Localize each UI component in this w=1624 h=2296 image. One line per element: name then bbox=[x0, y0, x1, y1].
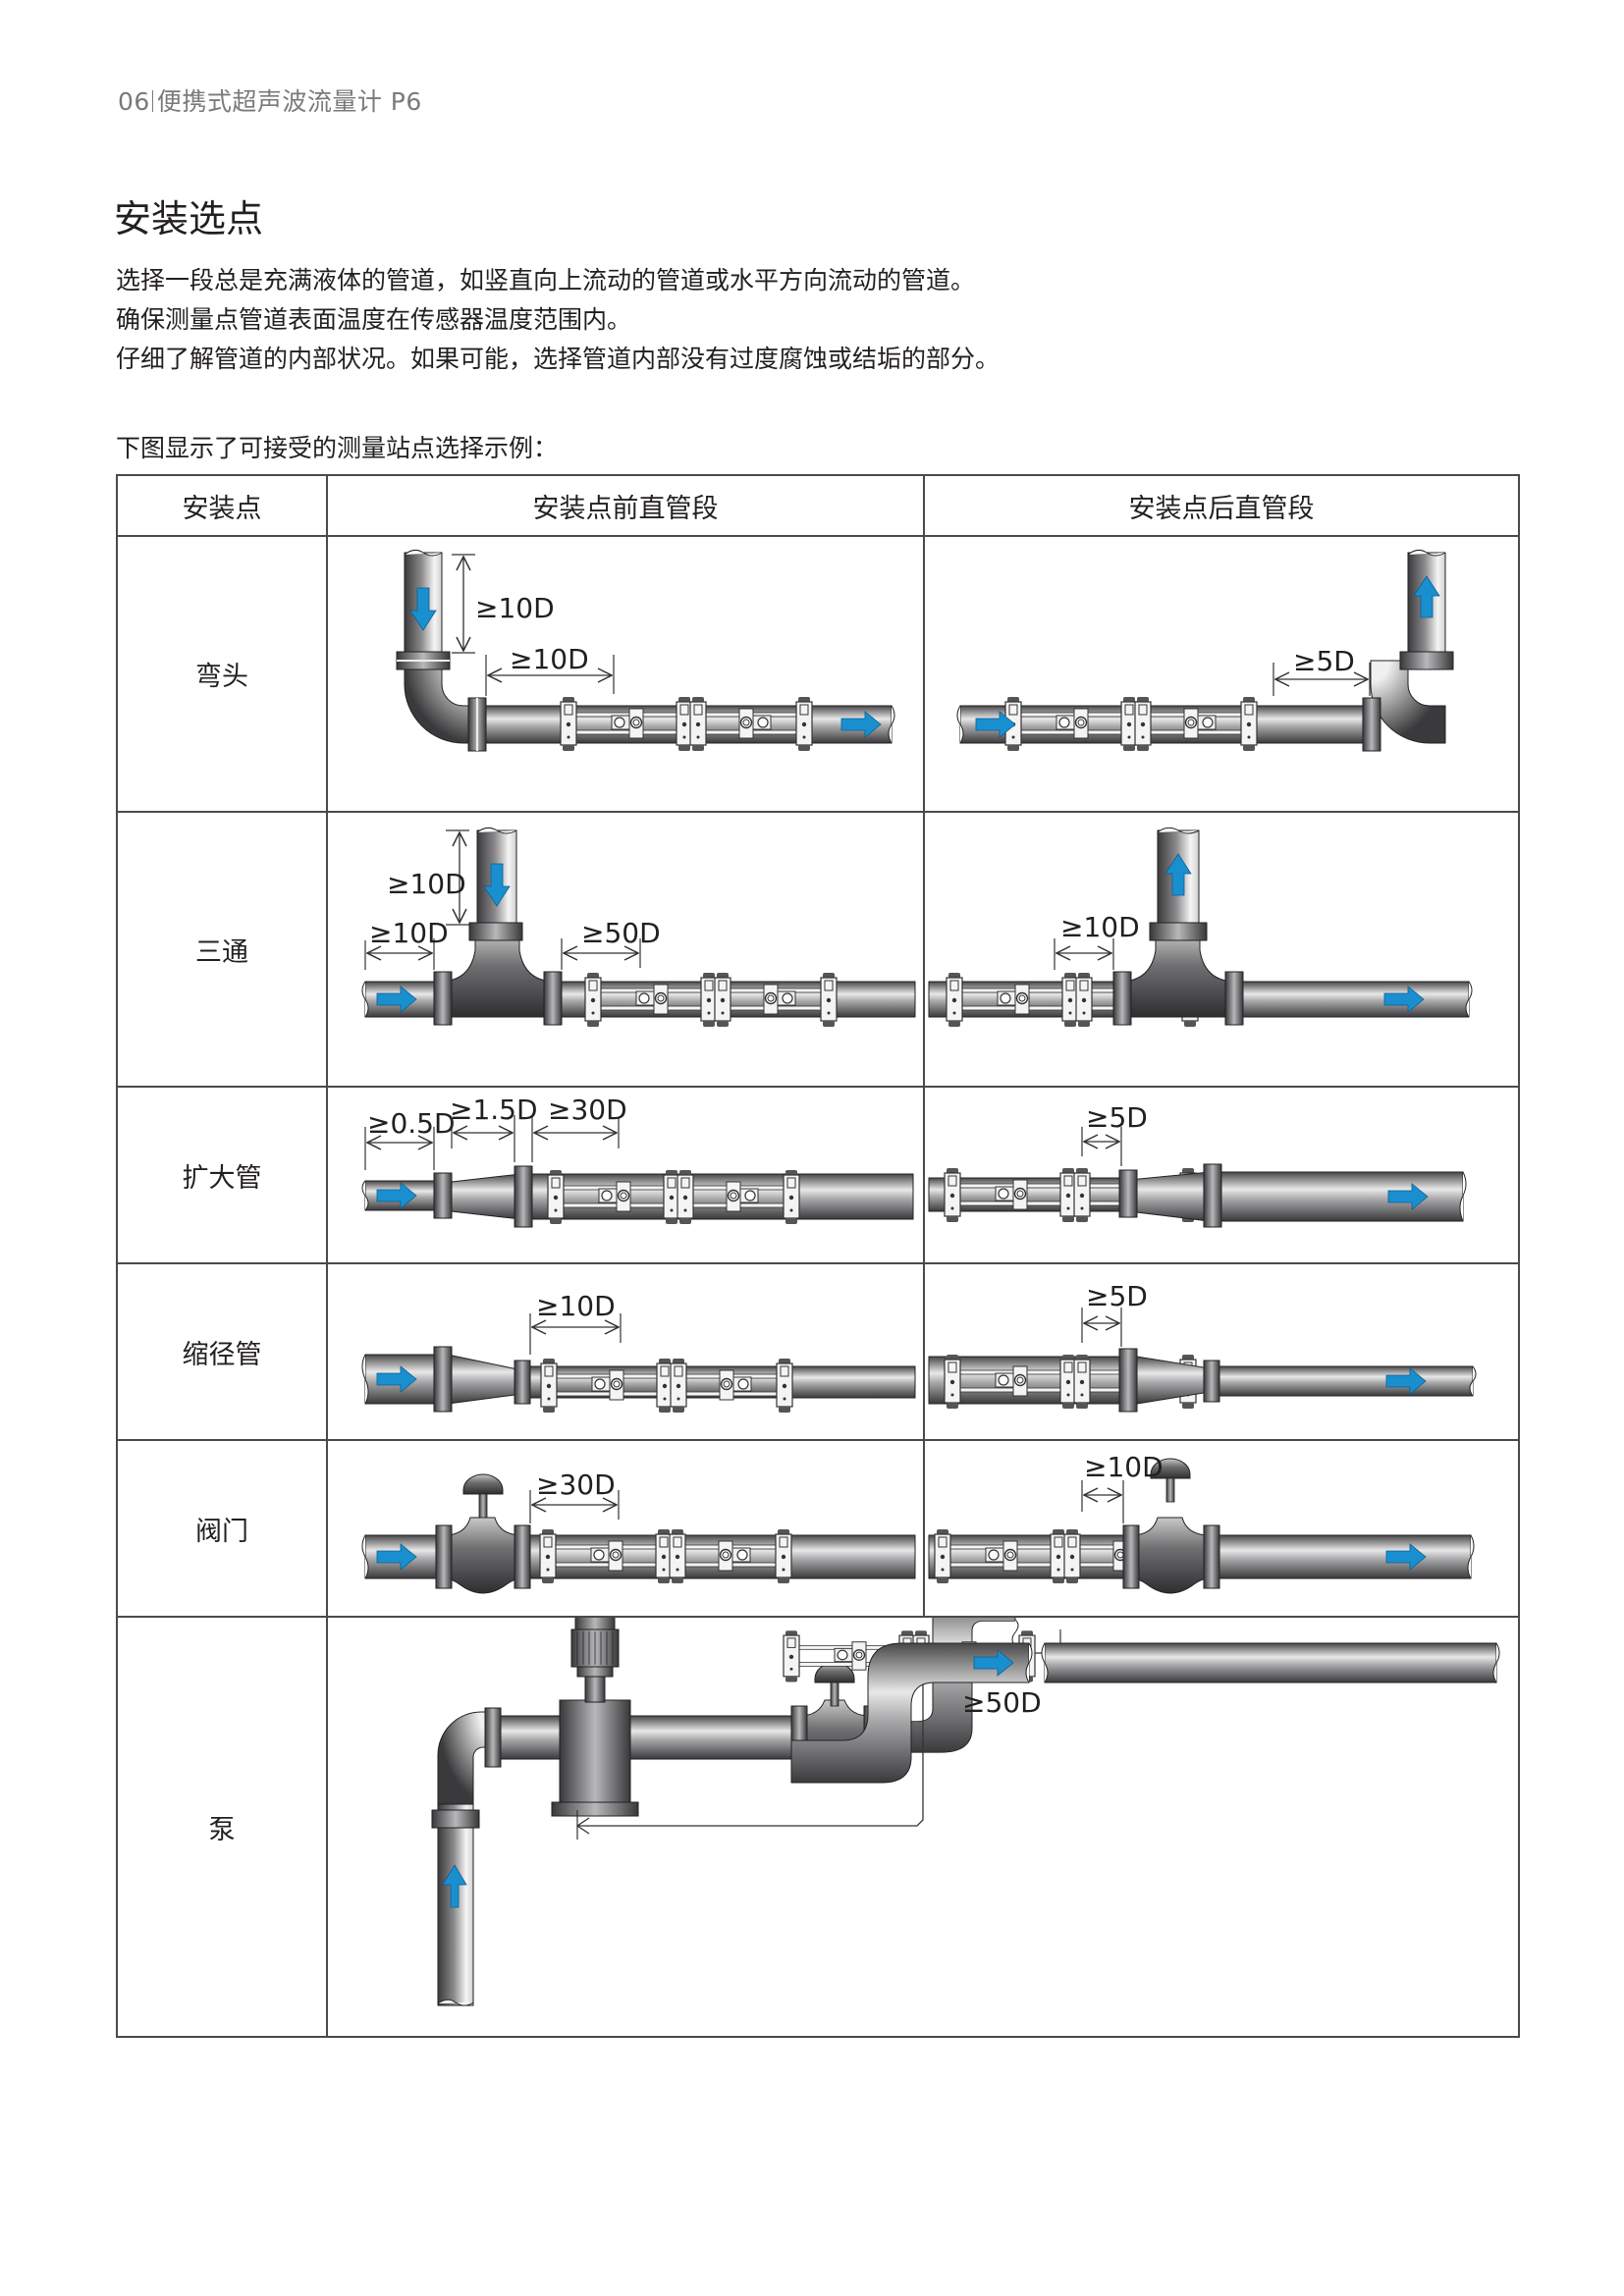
dimension-label: ≥10D bbox=[369, 917, 449, 949]
row-label-pump: 泵 bbox=[116, 1616, 328, 2038]
row-label-valve: 阀门 bbox=[116, 1439, 328, 1618]
instruction-paragraph: 选择一段总是充满液体的管道，如竖直向上流动的管道或水平方向流动的管道。 bbox=[116, 266, 976, 294]
dimension-label: ≥30D bbox=[548, 1094, 627, 1126]
expander-upstream-diagram: ≥0.5D ≥1.5D ≥30D bbox=[326, 1086, 925, 1264]
expander-downstream-diagram: ≥5D bbox=[923, 1086, 1520, 1264]
page-number: 06 bbox=[118, 87, 150, 116]
header-install-point: 安装点 bbox=[116, 474, 328, 537]
dimension-label: ≥5D bbox=[1293, 645, 1355, 677]
valve-upstream-diagram: ≥30D bbox=[326, 1439, 925, 1618]
reducer-downstream-diagram: ≥5D bbox=[923, 1262, 1520, 1441]
row-label-expander: 扩大管 bbox=[116, 1086, 328, 1264]
document-title: 便携式超声波流量计 P6 bbox=[156, 87, 422, 116]
reducer-upstream-diagram: ≥10D bbox=[326, 1262, 925, 1441]
dimension-label: ≥10D bbox=[387, 868, 466, 900]
dimension-label: ≥50D bbox=[581, 917, 661, 949]
elbow-upstream-diagram: ≥10D ≥10D bbox=[326, 535, 925, 813]
dimension-label: ≥1.5D bbox=[450, 1094, 538, 1126]
row-label-reducer: 缩径管 bbox=[116, 1262, 328, 1441]
valve-icon bbox=[443, 1517, 523, 1594]
flow-direction-arrow-icon bbox=[483, 863, 511, 907]
pump-outlet-overlay bbox=[326, 1618, 1500, 1784]
table-row: 三通 ≥10D bbox=[116, 811, 1520, 1088]
tee-downstream-diagram: ≥10D bbox=[923, 811, 1520, 1088]
flow-direction-arrow-icon bbox=[442, 1864, 467, 1908]
header-downstream: 安装点后直管段 bbox=[923, 474, 1520, 537]
dimension-label: ≥10D bbox=[475, 592, 555, 624]
figure-caption: 下图显示了可接受的测量站点选择示例： bbox=[116, 434, 559, 462]
table-row: 泵 bbox=[116, 1616, 1520, 2038]
row-label-elbow: 弯头 bbox=[116, 535, 328, 813]
valve-downstream-diagram: ≥10D bbox=[923, 1439, 1520, 1618]
valve-icon bbox=[462, 1473, 504, 1519]
installation-site-table: 安装点 安装点前直管段 安装点后直管段 弯头 bbox=[116, 474, 1520, 2038]
instruction-paragraph: 确保测量点管道表面温度在传感器温度范围内。 bbox=[116, 305, 632, 334]
dimension-label: ≥5D bbox=[1086, 1280, 1148, 1312]
dimension-label: ≥10D bbox=[510, 643, 589, 675]
pump-diagram: ≥50D bbox=[326, 1616, 1520, 2038]
table-header-row: 安装点 安装点前直管段 安装点后直管段 bbox=[116, 474, 1520, 537]
instruction-paragraph: 仔细了解管道的内部状况。如果可能，选择管道内部没有过度腐蚀或结垢的部分。 bbox=[116, 345, 1001, 373]
dimension-label: ≥5D bbox=[1086, 1101, 1148, 1134]
tee-upstream-diagram: ≥10D ≥10D ≥50D bbox=[326, 811, 925, 1088]
table-row: 缩径管 ≥10D bbox=[116, 1262, 1520, 1441]
flow-direction-arrow-icon bbox=[1413, 575, 1440, 618]
dimension-label: ≥10D bbox=[1084, 1451, 1164, 1483]
pump-icon bbox=[551, 1618, 639, 1817]
elbow-downstream-diagram: ≥5D bbox=[923, 535, 1520, 813]
dimension-label: ≥10D bbox=[1060, 911, 1140, 943]
section-title: 安装选点 bbox=[114, 197, 264, 240]
table-row: 弯头 bbox=[116, 535, 1520, 813]
dimension-label: ≥10D bbox=[536, 1290, 616, 1322]
header-separator bbox=[151, 90, 153, 112]
dimension-label: ≥50D bbox=[962, 1686, 1042, 1719]
dimension-label: ≥30D bbox=[536, 1468, 616, 1501]
table-row: 阀门 ≥30D bbox=[116, 1439, 1520, 1618]
flow-direction-arrow-icon bbox=[1164, 853, 1192, 896]
valve-icon bbox=[1130, 1517, 1211, 1594]
dimension-label: ≥0.5D bbox=[367, 1107, 456, 1140]
flow-direction-arrow-icon bbox=[409, 587, 437, 631]
table-row: 扩大管 ≥0.5D ≥1.5D bbox=[116, 1086, 1520, 1264]
row-label-tee: 三通 bbox=[116, 811, 328, 1088]
header-upstream: 安装点前直管段 bbox=[326, 474, 925, 537]
